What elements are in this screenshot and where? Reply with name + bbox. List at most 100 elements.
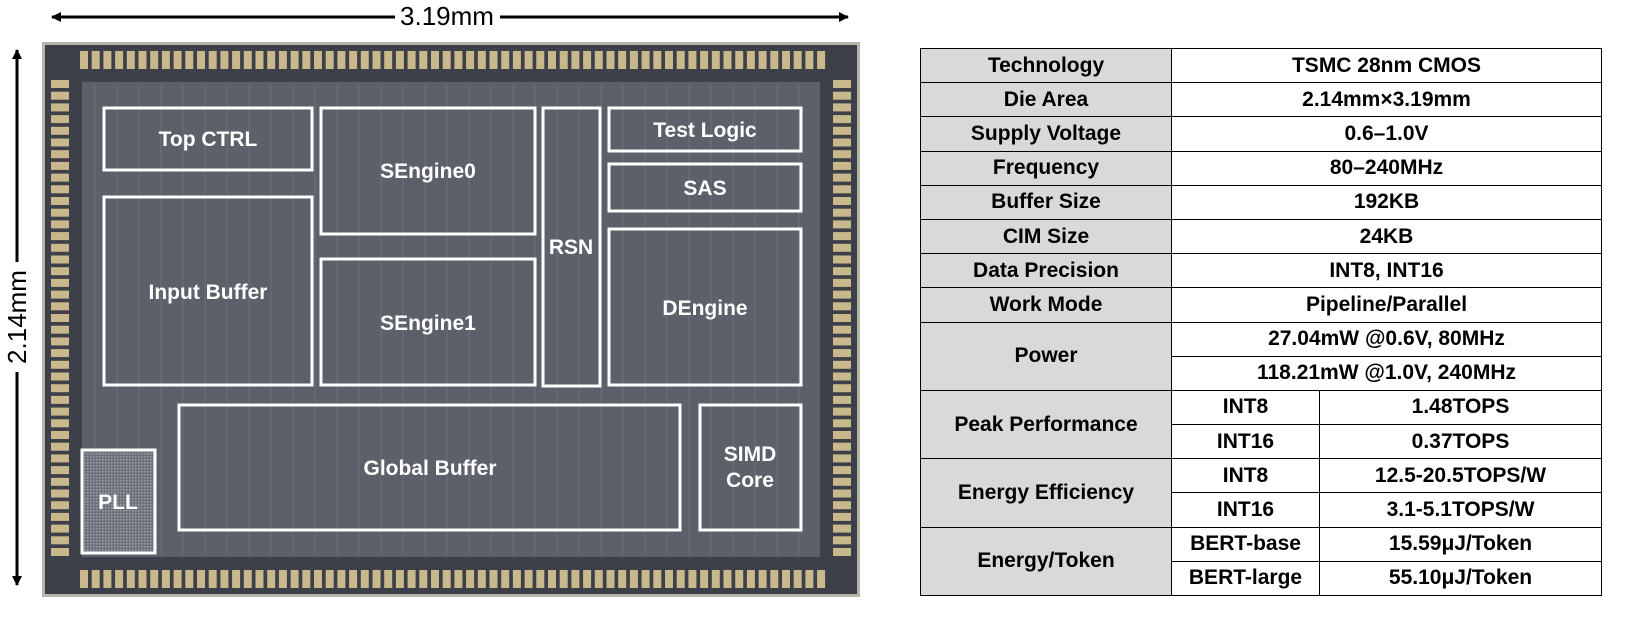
bond-pad xyxy=(833,185,851,194)
bond-pad xyxy=(559,51,568,69)
bond-pad xyxy=(80,570,88,588)
bond-pad xyxy=(103,570,112,588)
table-row: Data Precision INT8, INT16 xyxy=(920,253,1602,289)
bond-pad xyxy=(51,337,69,346)
bond-pad xyxy=(51,290,69,299)
bond-pad xyxy=(833,103,851,112)
bond-pad xyxy=(770,570,779,588)
bond-pad xyxy=(571,570,580,588)
block-top-ctrl: Top CTRL xyxy=(102,106,314,172)
bond-pad xyxy=(833,349,851,358)
spec-label-frequency: Frequency xyxy=(920,150,1172,186)
bond-pad xyxy=(746,570,755,588)
bond-pad xyxy=(833,431,851,439)
height-dimension-label: 2.14mm xyxy=(2,270,32,364)
bond-pad xyxy=(51,395,69,404)
table-row: Work Mode Pipeline/Parallel xyxy=(920,287,1602,323)
bond-pad xyxy=(407,570,416,588)
spec-value-buffer-size: 192KB xyxy=(1171,184,1602,220)
bond-pad xyxy=(161,51,170,69)
bond-pad xyxy=(700,570,709,588)
bond-pad xyxy=(629,570,638,588)
block-simd-core-label-line2: Core xyxy=(726,469,774,492)
bond-pad xyxy=(833,501,851,510)
spec-value-die-area: 2.14mm×3.19mm xyxy=(1171,82,1602,118)
bond-pad xyxy=(833,278,851,287)
table-row: Frequency 80–240MHz xyxy=(920,150,1602,186)
bond-pad xyxy=(51,80,69,88)
bond-pad xyxy=(126,570,135,588)
spec-label-technology: Technology xyxy=(920,47,1172,84)
bond-pad xyxy=(290,570,299,588)
bond-pad xyxy=(115,51,124,69)
bond-pad xyxy=(770,51,779,69)
bond-pad xyxy=(833,548,851,556)
bond-pad xyxy=(267,570,276,588)
bond-pad xyxy=(372,51,381,69)
block-pll-label: PLL xyxy=(98,491,138,514)
table-row: Buffer Size 192KB xyxy=(920,184,1602,220)
bond-pad xyxy=(676,570,685,588)
bond-pad xyxy=(805,570,814,588)
block-test-logic-label: Test Logic xyxy=(653,119,757,142)
bond-pad xyxy=(51,103,69,112)
block-global-buffer: Global Buffer xyxy=(177,403,682,532)
bond-pad xyxy=(817,51,826,69)
bond-pad xyxy=(489,51,498,69)
bond-pad xyxy=(51,466,69,475)
spec-sub-efficiency-int16: INT16 xyxy=(1171,492,1320,528)
bond-pad xyxy=(833,208,851,217)
bond-pad xyxy=(302,51,311,69)
bond-pad xyxy=(782,51,790,69)
bond-pad xyxy=(51,91,69,100)
bond-pad xyxy=(138,570,147,588)
bond-pad xyxy=(606,51,615,69)
bond-pad xyxy=(833,173,851,182)
bond-pad xyxy=(208,51,217,69)
bond-pad xyxy=(232,570,241,588)
bond-pad xyxy=(51,232,69,241)
block-sengine1-label: SEngine1 xyxy=(380,312,476,335)
bond-pad xyxy=(51,419,69,428)
bond-pad xyxy=(833,150,851,159)
bond-pad xyxy=(419,570,428,588)
bond-pad xyxy=(606,570,615,588)
bond-pad xyxy=(688,51,697,69)
spec-value-power-low: 27.04mW @0.6V, 80MHz xyxy=(1171,321,1602,357)
bond-pad xyxy=(817,570,826,588)
bond-pad xyxy=(833,302,851,311)
bond-pad xyxy=(442,51,451,69)
bond-pad xyxy=(833,115,851,124)
bond-pad xyxy=(267,51,276,69)
bond-pad xyxy=(232,51,241,69)
spec-value-peak-int8: 1.48TOPS xyxy=(1319,389,1602,426)
bond-pad xyxy=(51,197,69,205)
bond-pad xyxy=(51,454,69,463)
bond-pad xyxy=(501,570,510,588)
bond-pad xyxy=(150,51,159,69)
bond-pad xyxy=(290,51,299,69)
bond-pad xyxy=(676,51,685,69)
bond-pad xyxy=(220,51,229,69)
table-row: INT16 3.1-5.1TOPS/W xyxy=(921,492,1602,528)
spec-value-token-bert-base: 15.59μJ/Token xyxy=(1319,526,1602,562)
bond-pad xyxy=(833,243,851,252)
bond-pad xyxy=(150,570,159,588)
bond-pad xyxy=(51,407,69,416)
spec-label-data-precision: Data Precision xyxy=(920,253,1172,289)
bond-pad xyxy=(51,360,69,369)
bond-pad xyxy=(395,51,404,69)
spec-value-peak-int16: 0.37TOPS xyxy=(1319,424,1602,460)
bond-pad xyxy=(51,115,69,124)
bond-pad xyxy=(51,501,69,510)
bond-pad xyxy=(243,51,252,69)
bond-pad xyxy=(833,395,851,404)
bond-pad xyxy=(793,570,802,588)
bond-pad xyxy=(431,570,439,588)
spec-label-supply-voltage: Supply Voltage xyxy=(920,116,1172,152)
bond-pad xyxy=(833,536,851,545)
spec-value-work-mode: Pipeline/Parallel xyxy=(1171,287,1602,323)
bond-pad xyxy=(833,442,851,451)
bond-pad xyxy=(641,51,650,69)
spec-label-peak-performance: Peak Performance xyxy=(920,389,1172,460)
